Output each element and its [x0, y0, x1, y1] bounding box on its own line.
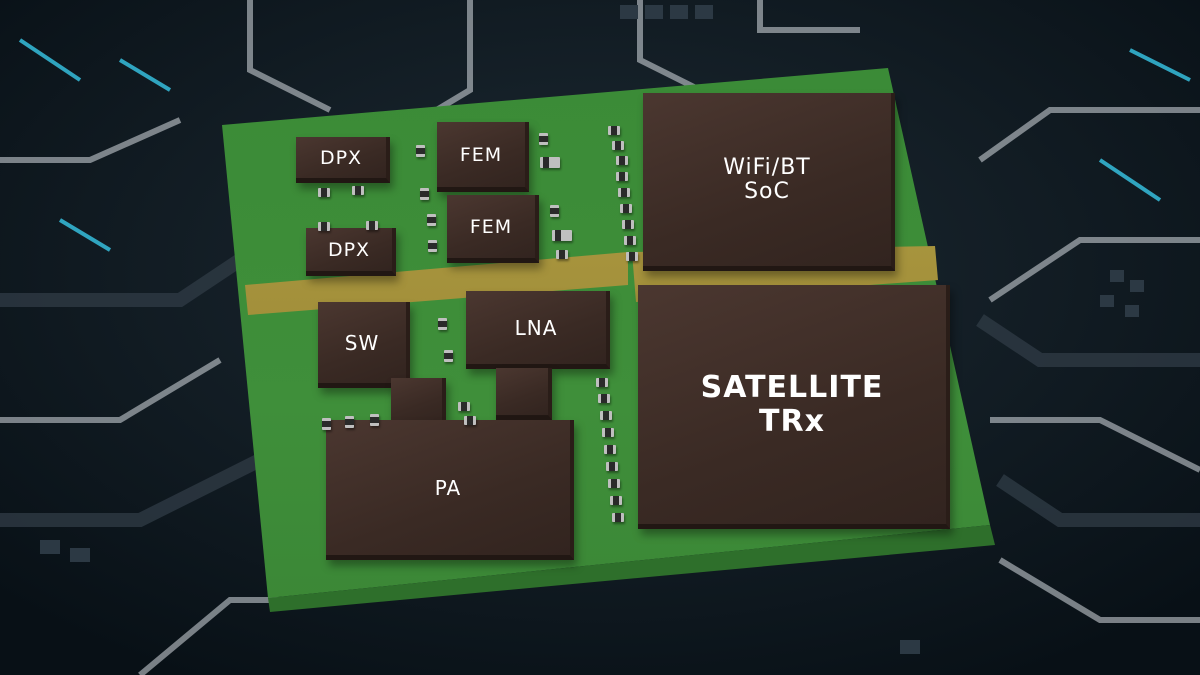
smd-component — [602, 428, 614, 437]
smd-component — [370, 414, 379, 426]
smd-component — [618, 188, 630, 197]
fem-bottom-label: FEM — [469, 215, 513, 238]
smd-component — [428, 240, 437, 252]
smd-component — [550, 205, 559, 217]
passive-block-right — [496, 368, 552, 420]
smd-component — [598, 394, 610, 403]
smd-component — [610, 496, 622, 505]
smd-component — [556, 250, 568, 259]
sw-chip: SW — [318, 302, 410, 388]
smd-component — [626, 252, 638, 261]
smd-component — [616, 156, 628, 165]
dpx-bottom-chip: DPX — [306, 228, 396, 276]
dpx-top-label: DPX — [319, 146, 363, 169]
smd-component — [318, 188, 330, 197]
fem-bottom-chip: FEM — [447, 195, 539, 263]
smd-component — [438, 318, 447, 330]
smd-component — [322, 418, 331, 430]
smd-component — [608, 479, 620, 488]
dpx-top-chip: DPX — [296, 137, 390, 183]
smd-component — [540, 157, 560, 168]
satellite-trx-label: SATELLITE TRx — [700, 369, 884, 439]
smd-component — [612, 513, 624, 522]
lna-chip: LNA — [466, 291, 610, 369]
fem-top-label: FEM — [459, 143, 503, 166]
smd-component — [420, 188, 429, 200]
pa-chip: PA — [326, 420, 574, 560]
smd-component — [600, 411, 612, 420]
smd-component — [416, 145, 425, 157]
smd-component — [552, 230, 572, 241]
wifi-bt-soc-chip: WiFi/BT SoC — [643, 93, 895, 271]
lna-label: LNA — [514, 315, 558, 340]
smd-component — [612, 141, 624, 150]
smd-component — [624, 236, 636, 245]
smd-component — [352, 186, 364, 195]
satellite-trx-chip: SATELLITE TRx — [638, 285, 950, 529]
smd-component — [539, 133, 548, 145]
smd-component — [458, 402, 470, 411]
smd-component — [318, 222, 330, 231]
background-dark-traces — [0, 254, 1200, 527]
smd-component — [444, 350, 453, 362]
dpx-bottom-label: DPX — [327, 238, 371, 261]
smd-component — [366, 221, 378, 230]
sw-label: SW — [344, 330, 380, 355]
smd-component — [622, 220, 634, 229]
smd-component — [427, 214, 436, 226]
smd-component — [596, 378, 608, 387]
background-pads — [40, 5, 1144, 654]
smd-component — [608, 126, 620, 135]
smd-component — [620, 204, 632, 213]
smd-component — [604, 445, 616, 454]
smd-component — [464, 416, 476, 425]
smd-component — [616, 172, 628, 181]
fem-top-chip: FEM — [437, 122, 529, 192]
smd-component — [606, 462, 618, 471]
wifi-bt-soc-label: WiFi/BT SoC — [723, 154, 811, 204]
smd-component — [345, 416, 354, 428]
glow-traces — [18, 38, 1191, 252]
pa-label: PA — [434, 475, 462, 500]
